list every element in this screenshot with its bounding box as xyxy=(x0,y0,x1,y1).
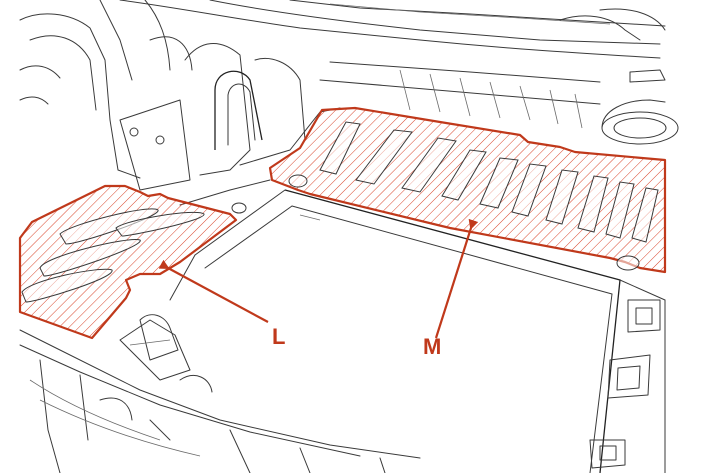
panel-slot xyxy=(21,268,113,303)
callout-leaders xyxy=(158,218,479,339)
mounting-hole xyxy=(288,174,308,188)
panel-slot xyxy=(355,129,413,185)
panel-slot xyxy=(545,169,579,225)
panel-slot xyxy=(479,157,519,209)
leader-line-l xyxy=(158,259,269,323)
panel-slot xyxy=(577,175,609,233)
leader-line-m xyxy=(434,218,479,339)
panel-slot xyxy=(441,149,487,201)
panel-slot xyxy=(605,181,635,239)
middle-floor-panel xyxy=(268,106,667,274)
panel-slot xyxy=(401,137,457,193)
mounting-hole xyxy=(231,202,247,214)
panel-slot xyxy=(115,211,205,237)
left-floor-panel xyxy=(18,184,247,340)
panel-slot xyxy=(319,121,361,175)
callout-label-m: M xyxy=(423,334,441,359)
panel-slot xyxy=(631,187,659,243)
mounting-hole xyxy=(616,255,640,271)
panel-slot xyxy=(39,238,141,277)
vehicle-body-linework xyxy=(19,0,679,473)
panel-slot xyxy=(511,163,547,217)
callout-label-l: L xyxy=(272,324,285,349)
panel-slot xyxy=(59,208,159,245)
